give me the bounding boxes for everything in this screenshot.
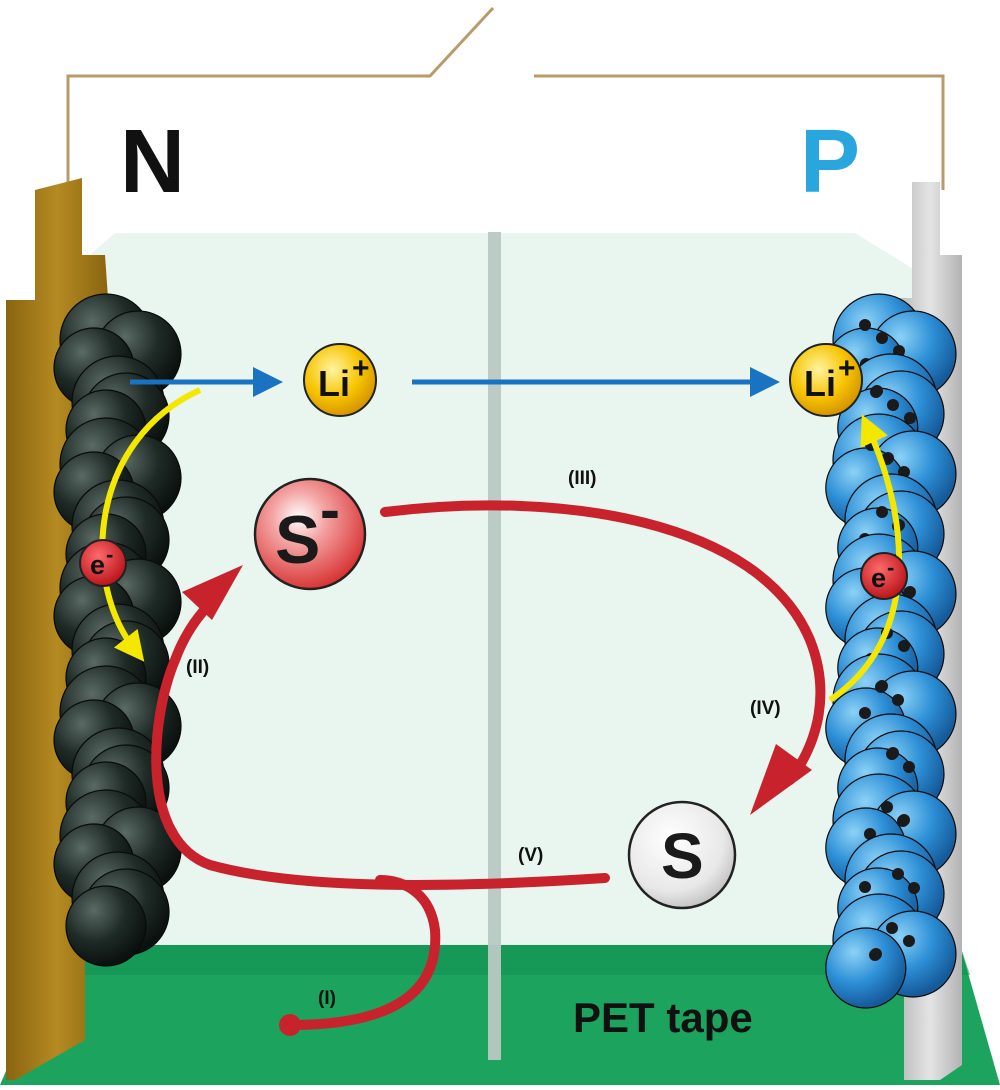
electron-icon: e -: [79, 539, 127, 587]
conductive-carbon-dot: [876, 332, 888, 344]
shuttle-start-dot: [279, 1014, 301, 1036]
external-wire: [66, 6, 945, 190]
step-label-iii: (III): [568, 468, 597, 489]
conductive-carbon-dot: [892, 868, 904, 880]
step-label-v: (V): [518, 845, 543, 866]
conductive-carbon-dot: [881, 801, 893, 813]
sulfur-radical-icon: S -: [253, 476, 367, 591]
electrode-particle: [65, 885, 147, 967]
step-label-ii: (II): [186, 657, 209, 678]
conductive-carbon-dot: [870, 948, 882, 960]
sulfur-icon: S: [627, 800, 737, 910]
sulfur-radical-label: S: [275, 502, 320, 578]
conductive-carbon-dot: [859, 319, 871, 331]
sulfur-label: S: [661, 820, 704, 892]
conductive-carbon-dot: [892, 694, 904, 706]
anode-particles: [53, 293, 182, 967]
conductive-carbon-dot: [886, 922, 898, 934]
lithium-ion-charge: +: [838, 352, 856, 385]
conductive-carbon-dot: [859, 881, 871, 893]
lithium-ion-icon: Li +: [303, 343, 377, 417]
conductive-carbon-dot: [859, 707, 871, 719]
conductive-carbon-dot: [882, 452, 894, 464]
conductive-carbon-dot: [864, 828, 876, 840]
step-label-iv: (IV): [750, 698, 781, 719]
lithium-ion-label: Li: [318, 363, 350, 404]
conductive-carbon-dot: [904, 412, 916, 424]
conductive-carbon-dot: [876, 680, 888, 692]
positive-electrode-label: P: [800, 112, 860, 212]
conductive-carbon-dot: [898, 814, 910, 826]
electron-icon: e -: [860, 552, 908, 600]
conductive-carbon-dot: [871, 385, 883, 397]
electron-arrow-anode: [99, 387, 202, 662]
pet-tape-label: PET tape: [573, 994, 753, 1041]
conductive-carbon-dot: [908, 882, 920, 894]
arrowhead-iv: [750, 744, 812, 815]
electrode-particle: [825, 927, 907, 1009]
electron-charge: -: [887, 555, 894, 580]
conductive-carbon-dot: [876, 506, 888, 518]
conductive-carbon-dot: [887, 747, 899, 759]
electron-label: e: [90, 550, 105, 580]
conductive-carbon-dot: [898, 640, 910, 652]
separator: [488, 232, 501, 1060]
conductive-carbon-dot: [904, 586, 916, 598]
lithium-ion-charge: +: [352, 352, 370, 385]
conductive-carbon-dot: [903, 935, 915, 947]
shuttle-loop: [151, 500, 826, 1030]
sulfur-radical-charge: -: [320, 476, 340, 543]
lithium-ion-icon: Li +: [789, 343, 863, 417]
electron-label: e: [871, 563, 886, 593]
arrowhead-ii: [182, 565, 243, 620]
negative-electrode-label: N: [120, 112, 185, 212]
conductive-carbon-dot: [887, 399, 899, 411]
conductive-carbon-dot: [903, 761, 915, 773]
electron-charge: -: [106, 542, 113, 567]
step-label-i: (I): [318, 988, 336, 1009]
lithium-ion-label: Li: [804, 363, 836, 404]
